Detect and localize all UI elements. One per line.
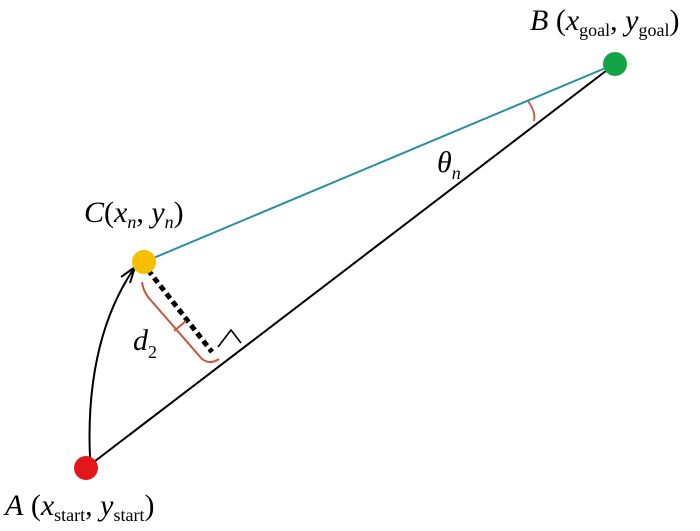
label-current-close: ) bbox=[174, 196, 184, 229]
label-goal-letter: B bbox=[530, 4, 548, 37]
label-distance-sub: 2 bbox=[148, 342, 157, 362]
line-start-to-goal bbox=[85, 63, 616, 469]
label-current-y: y bbox=[148, 196, 165, 229]
label-current-open: ( bbox=[104, 196, 114, 229]
label-start-letter: A bbox=[3, 489, 24, 522]
distance-bracket-tick bbox=[173, 320, 187, 332]
label-distance-sym: d bbox=[133, 324, 149, 357]
label-start-sep: , bbox=[85, 489, 100, 522]
label-start-y: y bbox=[97, 489, 114, 522]
label-distance: d2 bbox=[133, 324, 157, 362]
label-start-x-sub: start bbox=[54, 505, 85, 525]
goal-point-dot bbox=[603, 52, 627, 76]
label-goal-sep: , bbox=[610, 4, 625, 37]
label-current-sep: , bbox=[136, 196, 151, 229]
label-goal-open: ( bbox=[548, 4, 566, 37]
label-goal-y: y bbox=[622, 4, 639, 37]
label-goal-point: B (xgoal, ygoal) bbox=[530, 4, 679, 40]
label-start-close: ) bbox=[144, 489, 154, 522]
label-current-x-sub: n bbox=[127, 212, 136, 232]
label-current-x: x bbox=[113, 196, 128, 229]
travelled-path-curve bbox=[88, 269, 134, 458]
label-angle: θn bbox=[437, 146, 461, 183]
angle-arc bbox=[527, 100, 536, 122]
label-start-y-sub: start bbox=[113, 505, 144, 525]
right-angle-marker bbox=[217, 328, 242, 348]
label-current-point: C(xn, yn) bbox=[84, 196, 184, 232]
distance-bracket bbox=[141, 281, 220, 363]
label-start-x: x bbox=[40, 489, 55, 522]
label-start-open: ( bbox=[23, 489, 41, 522]
label-goal-y-sub: goal bbox=[638, 20, 669, 40]
current-point-dot bbox=[132, 250, 156, 274]
label-angle-sym: θ bbox=[437, 146, 452, 179]
label-current-y-sub: n bbox=[165, 212, 174, 232]
label-angle-sub: n bbox=[452, 163, 461, 183]
label-goal-x: x bbox=[565, 4, 580, 37]
perpendicular-distance-line bbox=[146, 268, 214, 354]
travelled-path-arrow-icon bbox=[120, 264, 137, 284]
label-goal-x-sub: goal bbox=[579, 20, 610, 40]
label-current-letter: C bbox=[84, 196, 105, 229]
line-current-to-goal bbox=[143, 63, 616, 263]
start-point-dot bbox=[74, 456, 98, 480]
label-start-point: A (xstart, ystart) bbox=[3, 489, 154, 525]
label-goal-close: ) bbox=[669, 4, 679, 37]
